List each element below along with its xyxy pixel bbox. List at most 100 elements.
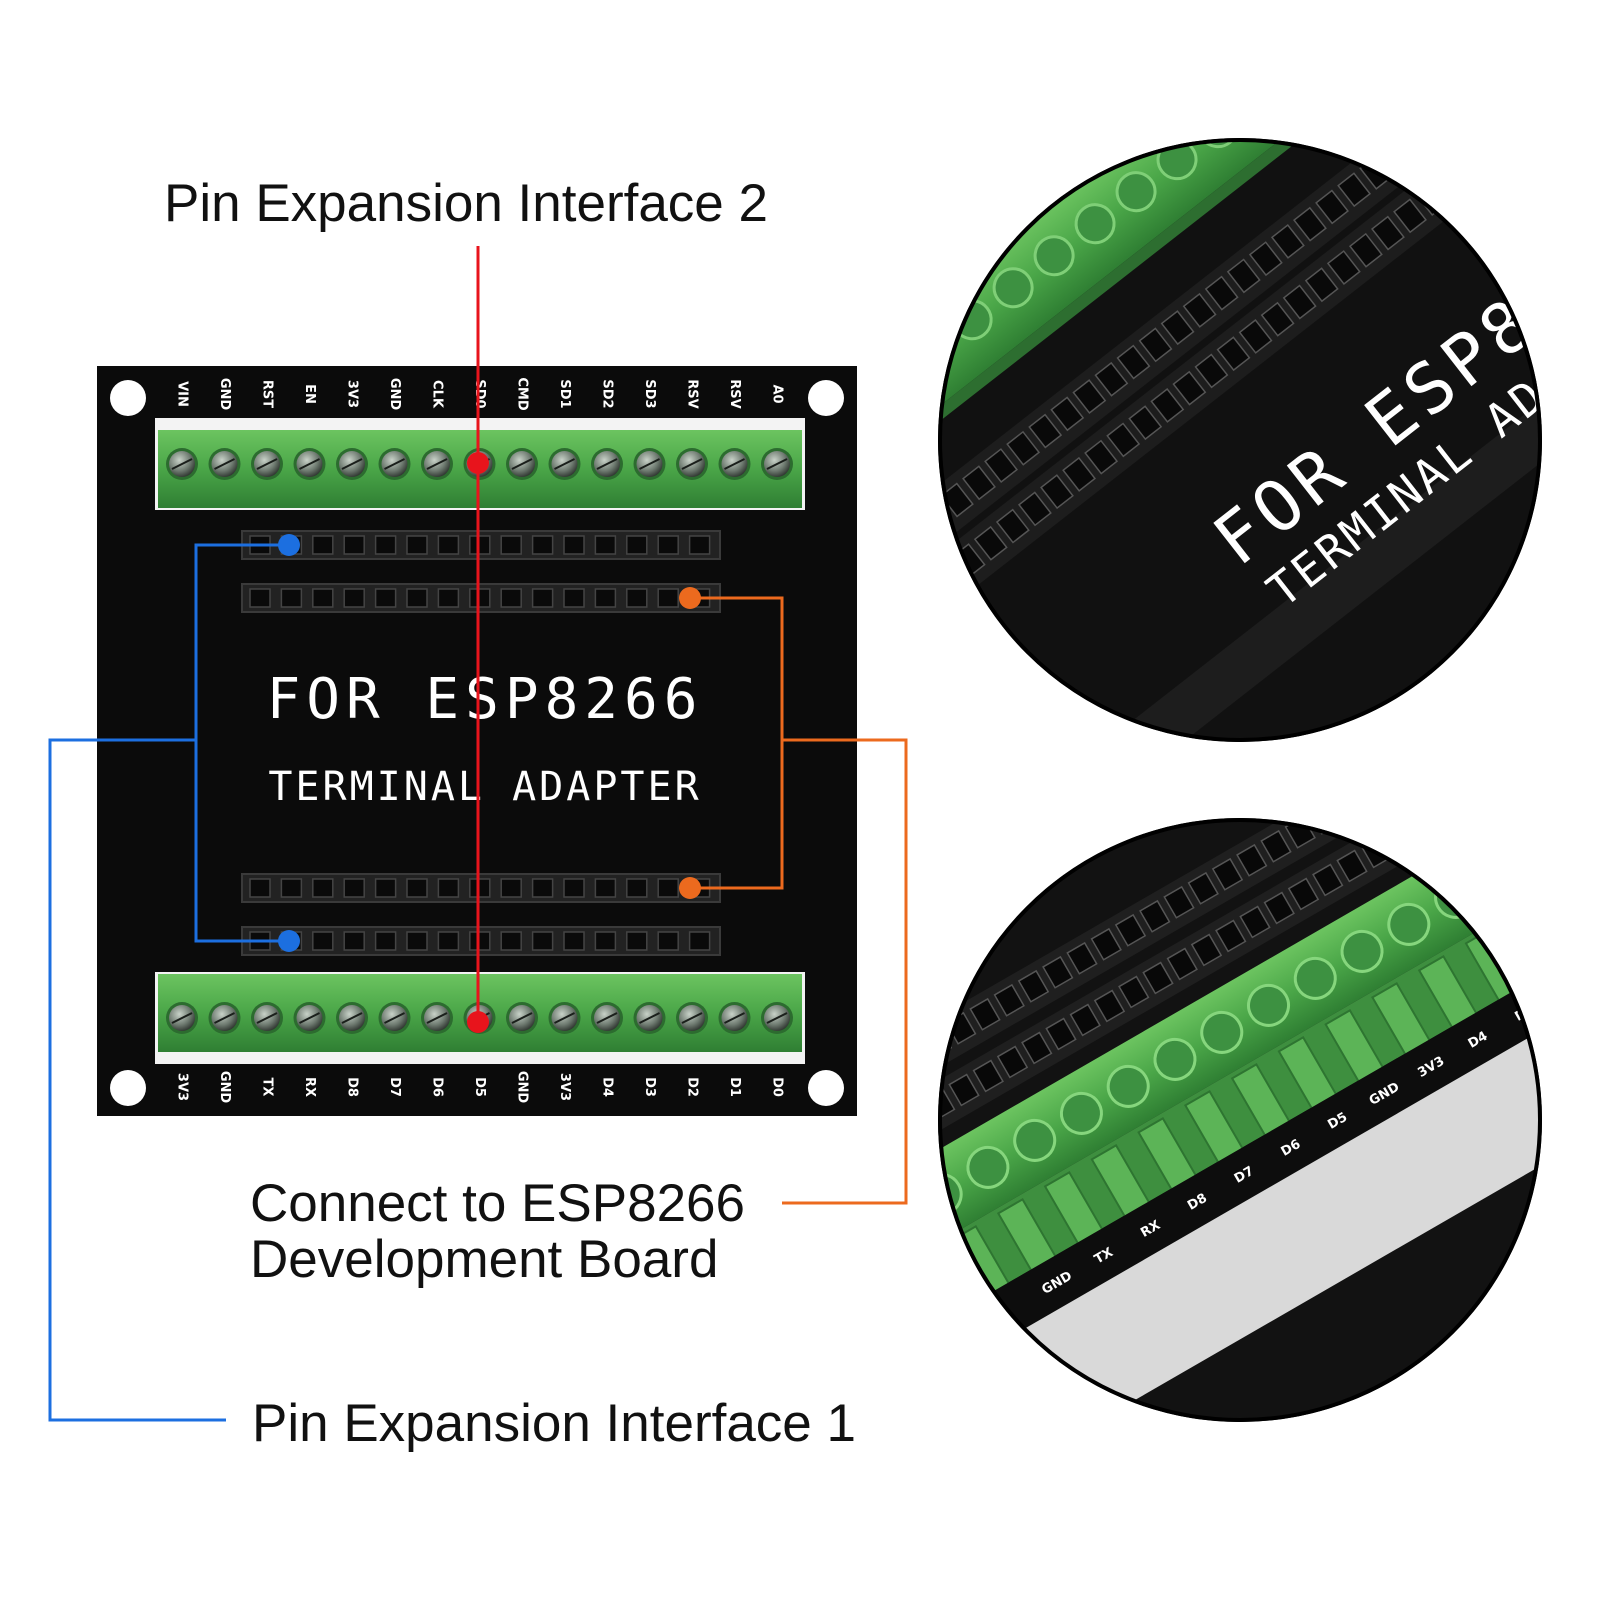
screw-hole [1232,69,1285,122]
socket-slot [1437,163,1472,199]
socket-slot [969,997,1001,1031]
pin-label: GND [387,378,402,411]
socket-slot [1142,961,1174,995]
socket-slot [873,1055,902,1086]
socket-slot [940,1087,956,1121]
screw-terminal-icon [718,1002,751,1034]
screw-terminal-icon [548,448,581,480]
socket-slot [1263,891,1295,925]
mounting-hole-icon [110,1070,146,1106]
socket-slot [1138,327,1173,363]
interface2-label: Pin Expansion Interface 2 [164,174,768,233]
screw-terminal-icon [166,1002,198,1034]
pin-label: VIN [175,381,190,407]
socket-slot [1270,223,1305,259]
screw-terminal-icon [506,448,538,480]
connect-label-line1: Connect to ESP8266 [250,1174,746,1233]
socket-slot [1017,969,1050,1003]
socket-slot [940,560,964,596]
socket-slot [1042,955,1074,989]
socket-slot [1238,319,1273,354]
pin-label: GND [217,1071,232,1104]
pin-label: TX [260,1078,275,1097]
socket-slot [962,465,996,501]
socket-slot [1248,241,1283,277]
socket-slot [1431,733,1460,764]
socket-slot [1172,370,1207,406]
socket-slot [1358,775,1387,806]
screw-hole [1247,983,1291,1027]
screw-terminal-icon [336,1002,368,1034]
screw-terminal-icon [208,1002,241,1034]
socket-slot [973,525,1008,561]
socket-slot [1383,761,1412,792]
header-socket-icon [241,873,721,903]
screw-terminal-icon [676,1002,708,1034]
socket-slot [996,1045,1029,1079]
socket-slot [1287,877,1320,911]
header-sockets [241,530,721,956]
socket-slot [828,1145,857,1176]
socket-slot [1433,820,1465,827]
screw-terminal-icon [761,1002,793,1034]
pin-label: 3V3 [557,1073,572,1101]
pin-label: D1 [727,1077,742,1097]
top-pin-labels: VINGNDRSTEN3V3GNDCLKSD0CMDSD1SD2SD3RSVRS… [175,377,785,410]
socket-slot [898,1041,927,1072]
socket-slot [1304,267,1339,303]
socket-slot [1040,474,1074,510]
screw-hole [1273,37,1326,90]
socket-slot [1260,829,1292,863]
connect-label-line2: Development Board [250,1230,719,1289]
screw-terminal-icon [591,448,623,480]
socket-slot [1381,140,1416,173]
socket-slot [1215,919,1247,953]
socket-slot [1062,456,1096,492]
socket-slot [972,1059,1004,1093]
socket-slot [940,577,942,613]
screw-hole [1480,848,1524,892]
socket-slot [1336,849,1368,883]
pin-label: A0 [770,384,785,403]
socket-slot [1548,396,1580,429]
connect-dot-bottom [679,877,701,899]
socket-slot [1409,820,1441,841]
zoom-top-detail: FOR ESP8266 TERMINAL ADAP [875,37,1601,742]
interface2-dot-bottom [467,1011,489,1033]
socket-slot [1084,439,1119,475]
screw-terminal-icon [676,448,708,480]
socket-slot [1139,899,1171,933]
socket-slot [1312,863,1344,897]
screw-terminal-icon [421,448,453,480]
socket-slot [852,1131,881,1162]
socket-slot [1045,1017,1077,1051]
socket-slot [1326,250,1361,285]
pin-label: GND [515,1071,530,1104]
socket-slot [1118,975,1150,1009]
socket-slot [1072,379,1107,415]
board-subtitle: TERMINAL ADAPTER [268,764,701,810]
socket-slot [1021,1031,1053,1065]
socket-slot [1017,491,1052,527]
pin-label: D8 [345,1077,360,1097]
screw-terminal-icon [336,448,368,480]
socket-slot [1211,857,1244,891]
socket-slot [897,518,929,551]
socket-slot [1187,871,1219,905]
socket-slot [1069,1003,1101,1037]
mounting-hole-icon [808,1070,844,1106]
screw-terminal-icon [166,448,198,480]
socket-slot [1459,146,1494,182]
socket-slot [1592,362,1601,395]
socket-slot [875,535,907,568]
socket-slot [1106,422,1141,458]
pin-label: D3 [642,1077,657,1097]
mounting-hole-icon [110,380,146,416]
board-title: FOR ESP8266 [267,667,704,732]
screw-hole [1200,1010,1244,1054]
pin-label: SD1 [557,379,572,408]
pin-label: CLK [430,380,445,409]
